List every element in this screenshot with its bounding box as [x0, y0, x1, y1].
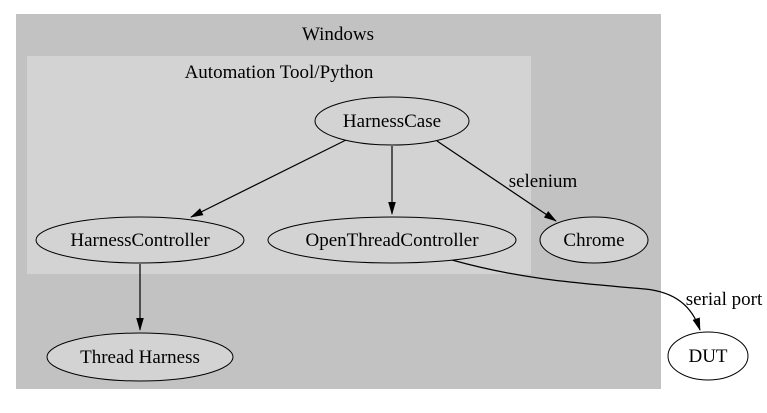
node-openthreadcontroller-shape — [267, 216, 517, 264]
node-threadharness-label: Thread Harness — [80, 347, 200, 368]
cluster-windows-label: Windows — [302, 24, 374, 45]
edge-harnesscase-to-chrome — [436, 140, 557, 222]
edge-harnesscase-to-harnesscontroller — [190, 139, 347, 218]
edge-label-selenium: selenium — [509, 171, 578, 192]
node-harnesscase-shape — [314, 96, 470, 146]
edge-openthreadcontroller-to-dut — [451, 259, 701, 331]
node-harnesscontroller-label: HarnessController — [70, 230, 210, 251]
node-dut-label: DUT — [688, 346, 727, 367]
node-openthreadcontroller-label: OpenThreadController — [305, 230, 479, 251]
node-chrome-label: Chrome — [563, 230, 624, 251]
node-dut-shape — [667, 331, 749, 381]
node-chrome-shape — [539, 216, 649, 264]
cluster-automation-label: Automation Tool/Python — [185, 62, 374, 83]
edge-label-serial-port: serial port — [686, 289, 763, 310]
node-harnesscase-label: HarnessCase — [343, 111, 441, 132]
node-threadharness-shape — [46, 332, 234, 382]
node-harnesscontroller-shape — [35, 216, 245, 264]
